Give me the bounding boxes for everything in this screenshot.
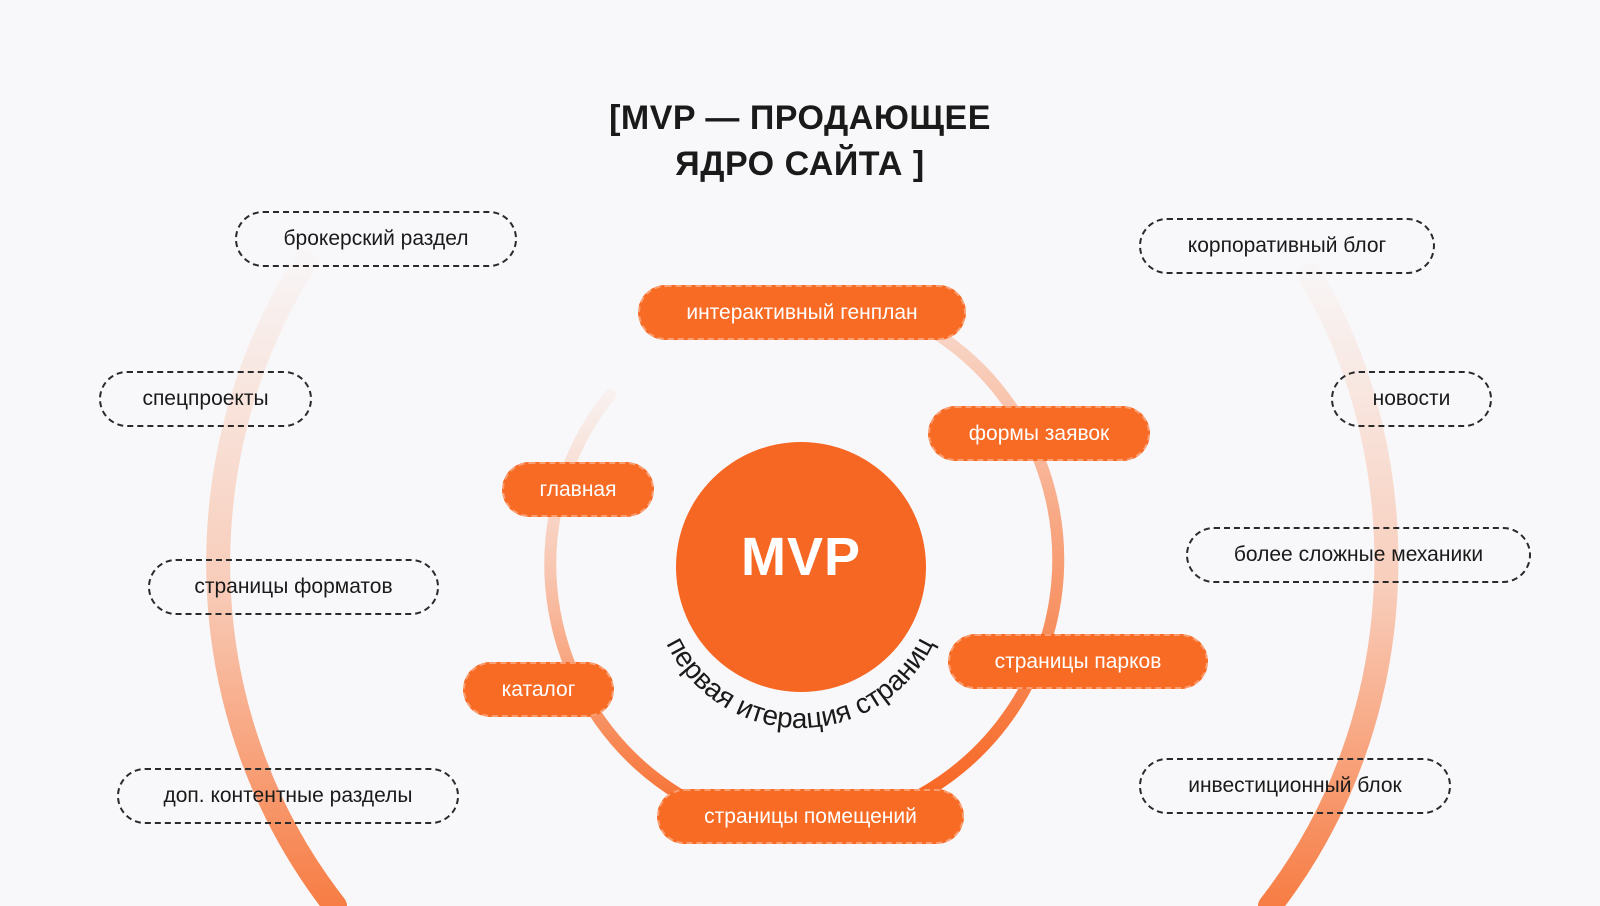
pill-premises-pages: страницы помещений <box>657 789 964 844</box>
pill-advanced-mechanics: более сложные механики <box>1186 527 1531 583</box>
pill-request-forms: формы заявок <box>928 406 1150 461</box>
inner-ring-left-arc <box>544 389 686 801</box>
outer-ring-right-arc <box>1258 263 1399 906</box>
pill-investment-block: инвестиционный блок <box>1139 758 1451 814</box>
mvp-core-label: MVP <box>740 527 862 587</box>
inner-ring-right-arc <box>914 330 1065 801</box>
pill-interactive-masterplan: интерактивный генплан <box>638 285 966 340</box>
pill-broker-section: брокерский раздел <box>235 211 517 267</box>
pill-format-pages: страницы форматов <box>148 559 439 615</box>
pill-park-pages: страницы парков <box>948 634 1208 689</box>
pill-home-page: главная <box>502 462 654 517</box>
pill-special-projects: спецпроекты <box>99 371 312 427</box>
pill-catalog: каталог <box>463 662 614 717</box>
page-title: [MVP — ПРОДАЮЩЕЕ ЯДРО САЙТА ] <box>0 95 1600 187</box>
pill-corporate-blog: корпоративный блог <box>1139 218 1435 274</box>
pill-news: новости <box>1331 371 1492 427</box>
page-title-line-2: ЯДРО САЙТА ] <box>675 145 925 183</box>
page-title-line-1: [MVP — ПРОДАЮЩЕЕ <box>609 99 991 137</box>
mvp-core-circle: MVP <box>676 442 926 692</box>
pill-extra-content-sections: доп. контентные разделы <box>117 768 459 824</box>
